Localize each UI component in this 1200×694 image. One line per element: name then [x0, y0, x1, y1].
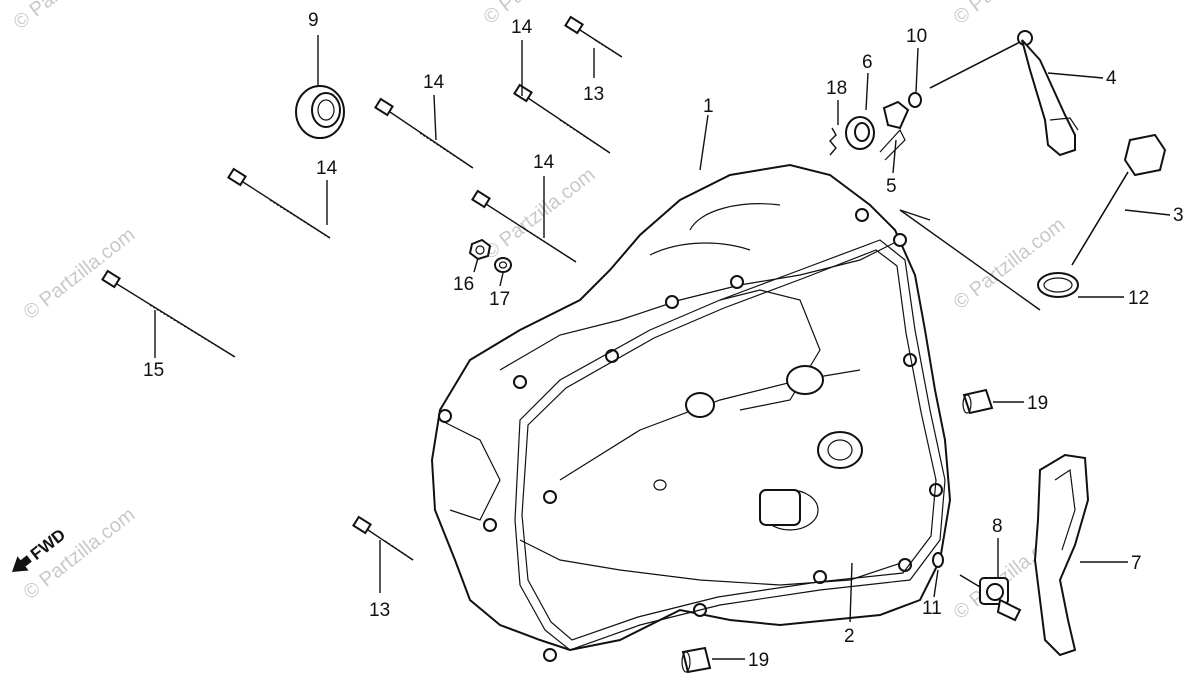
- bolt-14-top-center: [513, 83, 611, 154]
- callout-5: 5: [886, 176, 897, 197]
- watermark: © Partzilla.com: [10, 0, 130, 34]
- nut-and-washer: [468, 238, 512, 273]
- callout-17: 17: [489, 289, 510, 310]
- callout-3: 3: [1173, 205, 1184, 226]
- callout-16: 16: [453, 274, 474, 295]
- leader-lines: [154, 35, 1171, 660]
- bolt-13-top: [564, 15, 623, 58]
- callout-8: 8: [992, 516, 1003, 537]
- callout-6: 6: [862, 52, 873, 73]
- oil-seal: [295, 85, 345, 139]
- oil-gauge: [899, 133, 1167, 311]
- callout-13: 13: [369, 600, 390, 621]
- callout-15: 15: [143, 360, 164, 381]
- bolt-15: [101, 269, 236, 358]
- watermark: © Partzilla.com: [950, 214, 1070, 314]
- callout-9: 9: [308, 10, 319, 31]
- crankcase-cover: [430, 163, 952, 662]
- gasket: [514, 239, 946, 651]
- callout-13: 13: [583, 84, 604, 105]
- callout-2: 2: [844, 626, 855, 647]
- callout-14: 14: [533, 152, 555, 173]
- callout-11: 11: [922, 598, 942, 619]
- callout-19: 19: [748, 650, 769, 671]
- callout-7: 7: [1131, 553, 1142, 574]
- kick-shaft: [929, 30, 1079, 157]
- bolt-14-left: [227, 167, 331, 239]
- callout-19: 19: [1027, 393, 1048, 414]
- watermark: © Partzilla.com: [20, 224, 140, 324]
- callout-1: 1: [703, 96, 714, 117]
- callout-labels: 9 14 14 14 14 14 13 13 15 16 17 1 2 3 4 …: [143, 10, 1184, 671]
- bolt-14-middle: [471, 189, 577, 263]
- watermark: © Partzilla.com: [480, 164, 600, 264]
- callout-14: 14: [316, 158, 338, 179]
- callout-18: 18: [826, 78, 847, 99]
- callout-14: 14: [511, 17, 533, 38]
- dowel-pins: [681, 388, 994, 674]
- arrow-left-icon: [12, 555, 32, 572]
- cover-plate: [1033, 453, 1090, 657]
- small-parts-top-right: [829, 92, 922, 161]
- neutral-switch: [932, 552, 1022, 622]
- bolt-14-top-left: [374, 97, 474, 169]
- bolt-13-bottom: [352, 515, 414, 561]
- watermark: © Partzilla.com: [950, 0, 1070, 29]
- callout-14: 14: [423, 72, 445, 93]
- callout-12: 12: [1128, 288, 1149, 309]
- callout-10: 10: [906, 26, 927, 47]
- callout-4: 4: [1106, 68, 1117, 89]
- bolts: [101, 15, 623, 561]
